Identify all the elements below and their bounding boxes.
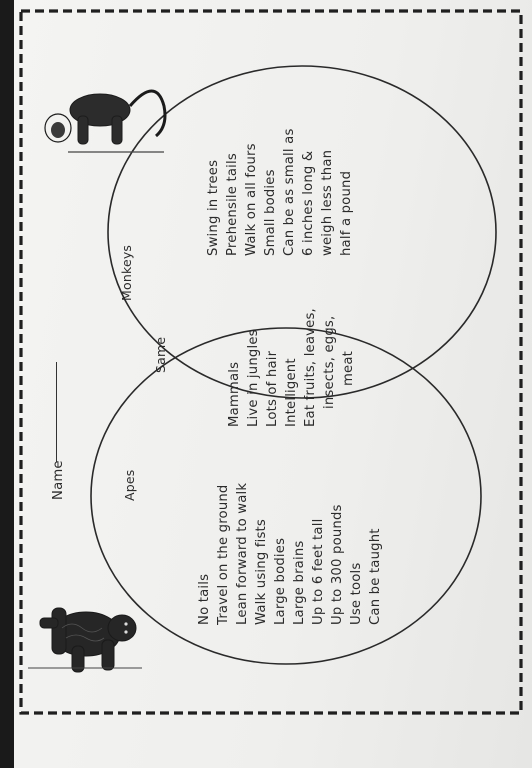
apes-item: Up to 6 feet tall	[311, 518, 326, 625]
same-item: insects, eggs,	[322, 315, 337, 409]
monkeys-item: Small bodies	[263, 169, 278, 256]
same-item: Eat fruits, leaves,	[303, 308, 318, 427]
dashed-border	[19, 9, 523, 715]
monkeys-item: Swing in trees	[206, 159, 221, 256]
gorilla-icon	[28, 607, 142, 673]
apes-item: Travel on the ground	[216, 484, 231, 625]
apes-item: Walk using fists	[254, 518, 269, 625]
name-line	[56, 362, 57, 462]
venn-circle-monkeys	[107, 65, 497, 399]
apes-item: Large bodies	[273, 537, 288, 625]
monkeys-heading: Monkeys	[119, 244, 134, 301]
same-item: meat	[341, 350, 356, 386]
monkeys-item: Can be as small as	[282, 128, 297, 256]
monkeys-item: weigh less than	[320, 149, 335, 256]
apes-heading: Apes	[122, 469, 137, 502]
apes-item: No tails	[197, 573, 212, 625]
monkeys-item: half a pound	[339, 170, 354, 256]
apes-item: Can be taught	[368, 528, 383, 625]
same-item: Intelligent	[284, 358, 299, 427]
same-heading: Same	[153, 336, 168, 373]
apes-item: Use tools	[349, 562, 364, 625]
monkey-icon	[44, 89, 167, 153]
venn-circle-apes	[90, 327, 482, 665]
same-item: Mammals	[227, 361, 242, 427]
paper-edge	[0, 0, 14, 768]
apes-item: Large brains	[292, 540, 307, 625]
monkeys-item: Prehensile tails	[225, 153, 240, 256]
same-item: Lots of hair	[265, 350, 280, 427]
same-item: Live in jungles	[246, 329, 261, 427]
apes-item: Up to 300 pounds	[330, 504, 345, 625]
name-label: Name	[51, 460, 66, 500]
monkeys-item: Walk on all fours	[244, 143, 259, 256]
apes-item: Lean forward to walk	[235, 482, 250, 625]
monkeys-item: 6 inches long &	[301, 150, 316, 256]
